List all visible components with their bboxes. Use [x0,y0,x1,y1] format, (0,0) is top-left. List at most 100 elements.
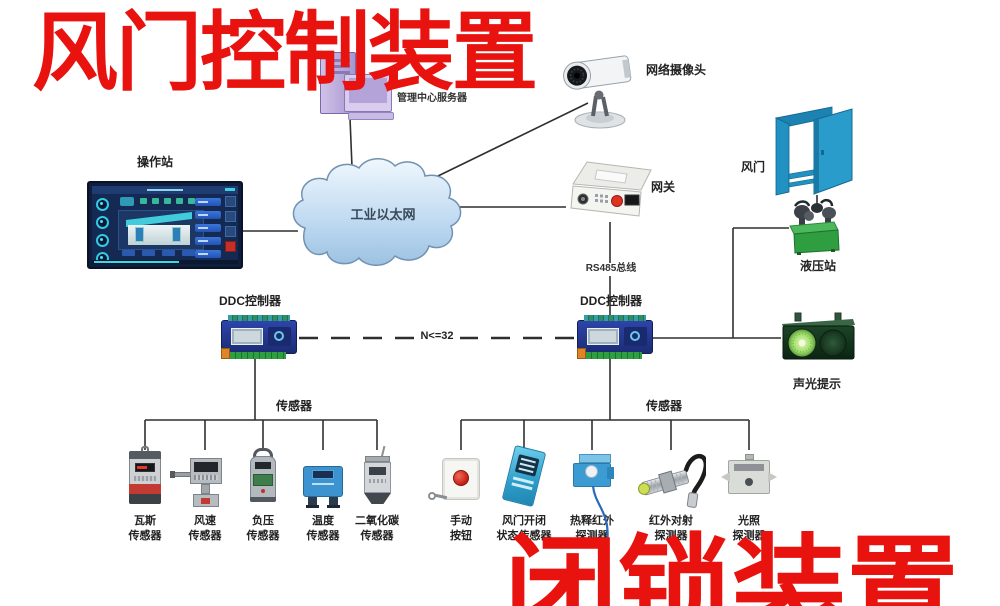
link-server-cloud [349,117,353,168]
door-panel-open [813,108,853,195]
co2-sensor: 二氧化碳传感器 [342,445,412,558]
scada-icon [152,198,159,204]
cloud-shape [292,158,462,266]
pump-2 [811,203,823,213]
pump-stem [799,218,805,226]
alarm-label: 声光提示 [792,377,841,391]
alarm-lamp-center [798,339,806,347]
wind-speed-sensor-icon [170,446,240,512]
alarm-mount-tab [794,312,802,322]
sensor-label: 传感器 [246,530,280,542]
workstation-label: 操作站 [136,155,173,169]
network-camera [563,55,632,129]
light-detector-icon [714,446,784,512]
manual-button: 手动按钮 [426,446,496,558]
gas-sensor-icon [110,446,180,512]
door-status-sensor-icon [489,444,559,512]
temperature-sensor-icon [288,446,358,512]
scada-button [182,250,195,256]
sensor-label: 二氧化碳 [355,515,399,527]
ir-cable [683,453,708,499]
alarm-lamp-grille [792,333,812,353]
pump-stem [825,218,831,226]
sensor-label: 状态传感器 [496,530,552,542]
tank-leg [831,249,835,252]
scada-button [195,237,221,245]
sensor-label: 按钮 [450,530,472,542]
server-label: 管理中心服务器 [397,93,467,104]
ir-beam-graphic [638,453,708,508]
tank-front [793,229,840,254]
pressure-sensor-display [255,462,271,469]
sensor-label: 传感器 [188,530,222,542]
ir-beam-detector-icon [636,446,708,512]
sensor-label: 光照 [738,515,760,527]
scada-tile [225,211,236,222]
scada-button [195,224,221,232]
ir-connector [686,492,699,508]
scada-icon [140,198,147,204]
hydraulic-station [789,198,840,255]
light-detector: 光照探测器 [714,446,784,558]
negative-pressure-sensor: 负压传感器 [228,446,298,558]
rs485-bus-label: RS485总线 [580,263,642,276]
pir-detector: 热释红外探测器 [557,446,627,558]
gateway-label: 网关 [651,180,676,194]
gauge-icon [96,234,109,247]
pump-motor [804,211,814,221]
camera-base-inner [586,113,614,123]
scada-icon [164,198,171,204]
scada-statusbar [92,260,238,264]
ddc-controller-left [220,314,298,360]
temperature-sensor-display [312,470,334,479]
scada-button [195,211,221,219]
sensor-label: 红外对射 [649,515,693,527]
pump-3 [822,207,836,219]
link-cloud-camera [437,102,589,177]
server-base [348,112,394,120]
scada-button [195,198,221,206]
ddc-terminals-bottom [586,352,642,359]
camera-rear [622,59,631,79]
door-left-jamb [775,117,790,196]
sensor-bus-left-label: 传感器 [275,399,312,413]
scada-icon [176,198,183,204]
wind-speed-sensor: 风速传感器 [170,446,240,558]
camera-label: 网络摄像头 [646,63,707,77]
ddc-orange-connector [577,348,586,359]
pir-cable [591,486,609,545]
ddc-right-label: DDC控制器 [580,294,642,308]
gateway-display [624,194,640,206]
ir-sensing-tip [638,482,651,495]
scada-tile [225,196,236,207]
workstation-monitor [87,181,243,269]
sensor-label: 风门开闭 [502,515,546,527]
tank-leg [797,252,801,255]
sensor-label: 瓦斯 [134,515,156,527]
status-sensor-tag [514,454,540,477]
scada-button [122,250,135,256]
camera-joint [594,90,604,100]
server-icon [314,48,396,124]
scada-tile-red [225,241,236,252]
sensor-label: 温度 [312,515,334,527]
overlay-title-top: 风门控制装置 [32,5,538,101]
pump-handles [793,198,834,207]
wind-sensor-display [194,462,218,472]
sensor-label: 探测器 [654,530,688,542]
gateway-bnc-pin [581,197,585,201]
hydraulic-label: 液压站 [799,259,836,273]
scada-button [120,197,134,206]
gateway-sticker [594,169,628,184]
scada-icon [188,198,195,204]
camera-ir-leds [569,68,585,83]
pir-detector-icon [557,446,627,545]
gateway-device [570,161,652,217]
manual-button-icon [426,446,496,512]
ddc-keypad [624,327,647,346]
co2-sensor-icon [342,445,412,512]
gateway-red-button [611,195,623,207]
sensor-label: 探测器 [732,530,766,542]
sensor-label: 负压 [252,515,274,527]
